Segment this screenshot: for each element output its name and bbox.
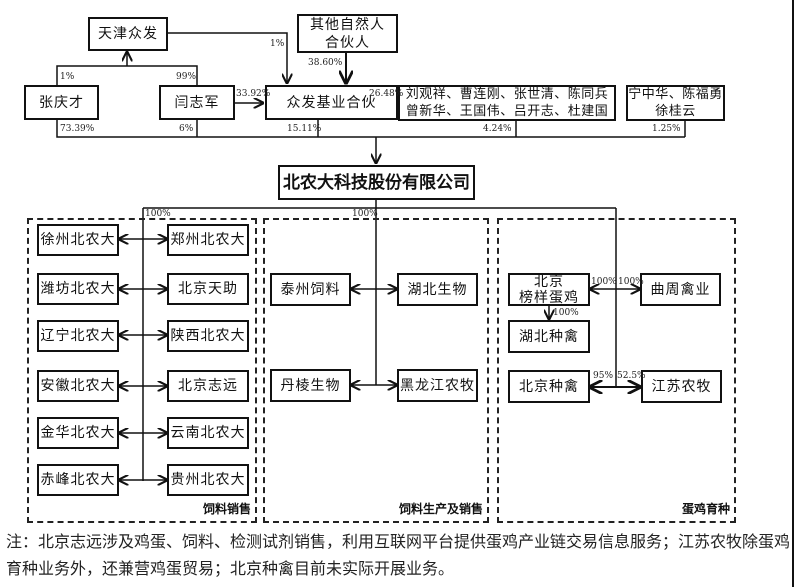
line-holders-bar — [56, 120, 686, 138]
node-jinhua: 金华北农大 — [37, 417, 119, 449]
pct-beijing-breeding: 95% — [593, 371, 614, 381]
pct-group-to-company: 4.24% — [483, 124, 512, 134]
node-label: 云南北农大 — [170, 425, 246, 441]
node-label: 北京志远 — [178, 378, 238, 394]
node-individual-group: 刘观祥、曹连刚、张世清、陈同兵 曾新华、王国伟、吕开志、杜建国 — [398, 85, 616, 121]
node-label: 徐州北农大 — [40, 232, 116, 248]
node-label: 泰州饲料 — [280, 281, 341, 298]
node-yunnan: 云南北农大 — [167, 417, 249, 449]
node-main-company: 北农大科技股份有限公司 — [278, 165, 475, 200]
node-label-line-1: 宁中华、陈福勇 — [628, 87, 723, 102]
node-anhui: 安徽北农大 — [37, 370, 119, 402]
section-feed-sales: 饲料销售 — [27, 218, 257, 523]
section-label: 饲料生产及销售 — [398, 502, 483, 516]
pct-tianjin-to-zhongfa: 1% — [270, 39, 285, 49]
node-label: 闫志军 — [174, 94, 220, 111]
node-label: 黑龙江农牧 — [400, 377, 475, 394]
node-chifeng: 赤峰北农大 — [37, 464, 119, 496]
node-danleng-bio: 丹棱生物 — [270, 369, 351, 402]
pct-yan-to-company: 6% — [179, 124, 194, 134]
node-label: 贵州北农大 — [170, 472, 246, 488]
node-label: 天津众发 — [98, 26, 158, 42]
pct-zhang-to-company: 73.39% — [60, 124, 95, 134]
node-label-line-1: 其他自然人 — [310, 16, 385, 33]
node-label: 金华北农大 — [40, 425, 116, 441]
node-tianjin-zhongfa: 天津众发 — [88, 17, 168, 51]
node-other-partners: 其他自然人 合伙人 — [297, 14, 398, 53]
pct-section2-link: 100% — [352, 209, 378, 219]
node-label: 北京天助 — [178, 281, 238, 297]
node-label-line-2: 榜样蛋鸡 — [519, 289, 579, 306]
pct-zhang-to-tianjin: 1% — [60, 72, 75, 82]
node-label: 潍坊北农大 — [40, 281, 116, 297]
pct-hubei-breeding: 100% — [553, 308, 579, 318]
section-label: 饲料销售 — [202, 502, 251, 516]
right-edge-border — [792, 0, 794, 587]
node-yan-zhijun: 闫志军 — [159, 85, 235, 120]
node-shaanxi: 陕西北农大 — [167, 320, 249, 352]
node-label-line-1: 北京 — [534, 273, 564, 290]
section-layer-breeding: 蛋鸡育种 — [497, 218, 736, 523]
pct-group-to-zhongfa: 26.48% — [369, 89, 404, 99]
node-beijing-breeding: 北京种禽 — [508, 370, 590, 403]
node-xuzhou: 徐州北农大 — [37, 224, 119, 256]
pct-quzhou: 100% — [618, 277, 644, 287]
node-bangyang-layer: 北京 榜样蛋鸡 — [508, 273, 590, 306]
node-taizhou-feed: 泰州饲料 — [270, 273, 351, 306]
node-label: 众发基业合伙 — [286, 94, 377, 111]
pct-yan-to-zhongfa: 33.92% — [236, 89, 271, 99]
node-label: 辽宁北农大 — [40, 328, 116, 344]
node-label: 丹棱生物 — [280, 377, 341, 394]
node-label: 安徽北农大 — [40, 378, 116, 394]
node-liaoning: 辽宁北农大 — [37, 320, 119, 352]
node-zhengzhou: 郑州北农大 — [167, 224, 249, 256]
node-beijing-tianzhu: 北京天助 — [167, 273, 249, 305]
company-name: 北农大科技股份有限公司 — [283, 172, 470, 193]
node-jiangsu-agri: 江苏农牧 — [641, 370, 722, 403]
line-tianjin-to-zhongfa — [167, 32, 287, 83]
node-guizhou: 贵州北农大 — [167, 464, 249, 496]
pct-jiangsu: 52.5% — [617, 371, 646, 381]
node-quzhou-poultry: 曲周禽业 — [640, 273, 721, 306]
node-heilongjiang: 黑龙江农牧 — [397, 369, 478, 402]
pct-section1-link: 100% — [145, 209, 171, 219]
node-label: 湖北种禽 — [519, 328, 579, 345]
node-zhongfa-jiye: 众发基业合伙 — [265, 85, 398, 120]
node-label: 赤峰北农大 — [40, 472, 116, 488]
pct-other-to-zhongfa: 38.60% — [308, 58, 343, 68]
node-label: 北京种禽 — [519, 378, 579, 395]
node-label-line-1: 刘观祥、曹连刚、张世清、陈同兵 — [405, 87, 609, 102]
node-label: 郑州北农大 — [170, 232, 246, 248]
node-label-line-2: 曾新华、王国伟、吕开志、杜建国 — [405, 104, 609, 119]
pct-bangyang: 100% — [591, 277, 617, 287]
pct-group2-to-company: 1.25% — [652, 124, 681, 134]
node-zhang-qingcai: 张庆才 — [24, 85, 99, 120]
pct-zhongfa-to-company: 15.11% — [287, 124, 322, 134]
node-hubei-bio: 湖北生物 — [397, 273, 478, 306]
node-label: 陕西北农大 — [170, 328, 246, 344]
pct-yan-to-tianjin: 99% — [176, 72, 197, 82]
node-label: 张庆才 — [39, 94, 84, 111]
node-beijing-zhiyuan: 北京志远 — [167, 370, 249, 402]
footnote: 注：北京志远涉及鸡蛋、饲料、检测试剂销售，利用互联网平台提供蛋鸡产业链交易信息服… — [6, 532, 791, 578]
section-feed-production: 饲料生产及销售 — [263, 218, 489, 523]
node-weifang: 潍坊北农大 — [37, 273, 119, 305]
node-label: 曲周禽业 — [650, 281, 711, 298]
node-label: 湖北生物 — [407, 281, 468, 298]
node-label-line-2: 徐桂云 — [655, 104, 696, 119]
node-label: 江苏农牧 — [651, 378, 712, 395]
node-individual-group-2: 宁中华、陈福勇 徐桂云 — [626, 85, 725, 121]
node-label-line-2: 合伙人 — [325, 34, 370, 51]
section-label: 蛋鸡育种 — [681, 502, 730, 516]
node-hubei-breeding: 湖北种禽 — [508, 320, 590, 353]
